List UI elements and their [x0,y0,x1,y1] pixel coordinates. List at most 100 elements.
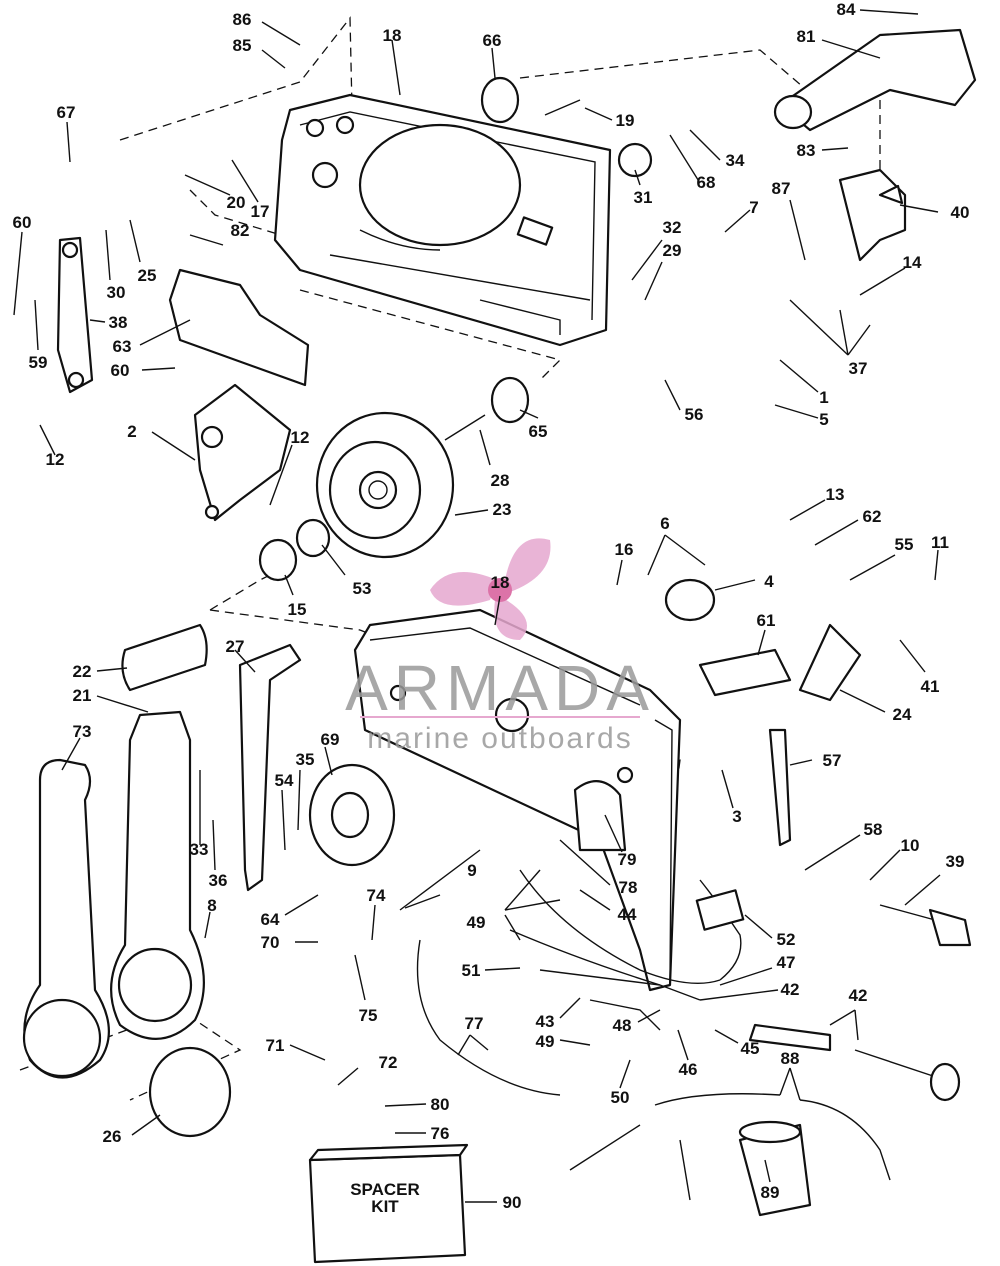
callout-61: 61 [757,611,776,630]
callout-11: 11 [931,533,949,552]
callout-15: 15 [288,600,307,619]
callout-42-a: 42 [781,980,800,999]
callout-49-lower: 49 [536,1032,555,1051]
callout-10: 10 [901,836,920,855]
callout-7: 7 [749,198,758,217]
callout-82: 82 [231,221,250,240]
callout-49-upper: 49 [467,913,486,932]
watermark-brand: ARMADA [345,652,655,724]
ring-66 [480,76,520,124]
wire-harness [416,869,742,1096]
callout-18-lower: 18 [491,573,510,592]
ring-69 [308,763,396,867]
callout-58: 58 [864,820,883,839]
callout-30: 30 [107,283,126,302]
callout-6: 6 [660,514,669,533]
leader-lines [13,9,941,1203]
callout-39: 39 [946,852,965,871]
callout-41: 41 [921,677,940,696]
callout-8: 8 [207,896,216,915]
callout-72: 72 [379,1053,398,1072]
callout-31: 31 [634,188,653,207]
callout-9: 9 [467,861,476,880]
switch-4 [664,578,716,622]
callout-69: 69 [321,730,340,749]
disc-26 [148,1046,232,1138]
callout-53: 53 [353,579,372,598]
callout-50: 50 [611,1088,630,1107]
knob-39 [879,904,972,947]
cam-gear-23 [315,411,455,559]
callout-22: 22 [73,662,92,681]
armada-watermark: ARMADA marine outboards [345,538,655,755]
callout-5: 5 [819,410,828,429]
bolt-9 [399,849,481,911]
callout-24: 24 [893,705,912,724]
callout-56: 56 [685,405,704,424]
callout-57: 57 [823,751,842,770]
callout-12-left: 12 [46,450,65,469]
callout-78: 78 [619,878,638,897]
callout-55: 55 [895,535,914,554]
slide-27 [238,643,302,892]
callout-89: 89 [761,1183,780,1202]
callout-29: 29 [663,241,682,260]
callout-46: 46 [679,1060,698,1079]
callout-4: 4 [764,572,774,591]
callout-88: 88 [781,1049,800,1068]
callout-28: 28 [491,471,510,490]
callout-85: 85 [233,36,252,55]
callout-67: 67 [57,103,76,122]
callout-16: 16 [615,540,634,559]
callout-1: 1 [819,388,828,407]
callout-32: 32 [663,218,682,237]
callout-47: 47 [777,953,796,972]
callout-81: 81 [797,27,816,46]
propeller-logo-icon [430,538,551,640]
callout-13: 13 [826,485,845,504]
callout-51: 51 [462,961,481,980]
callout-43: 43 [536,1012,555,1031]
plate-24 [798,623,862,702]
callout-76: 76 [431,1124,450,1143]
callout-21: 21 [73,686,92,705]
callout-18: 18 [383,26,402,45]
callout-17: 17 [251,202,270,221]
plate-2 [193,383,292,522]
spacer-kit-label-line2: KIT [371,1197,399,1216]
disc-31 [617,142,653,178]
callout-36: 36 [209,871,228,890]
callout-68: 68 [697,173,716,192]
bolt-28 [444,414,486,441]
callout-42-b: 42 [849,986,868,1005]
ring-65 [490,376,530,424]
arm-57 [768,728,792,847]
switch-52 [695,889,745,931]
callout-71: 71 [266,1036,285,1055]
control-housing-lower [353,608,682,992]
callout-63: 63 [113,337,132,356]
callout-70: 70 [261,933,280,952]
callout-66: 66 [483,31,502,50]
callout-3: 3 [732,807,741,826]
plate-63 [168,268,310,387]
callout-35: 35 [296,750,315,769]
callout-20: 20 [227,193,246,212]
callout-44: 44 [618,905,637,924]
handle-73 [22,758,110,1079]
callout-27: 27 [226,637,245,656]
callout-25: 25 [138,266,157,285]
callout-62: 62 [863,507,882,526]
spacer-kit-label-line1: SPACER [350,1180,420,1199]
callout-60-lower: 60 [111,361,130,380]
callout-12-mid: 12 [291,428,310,447]
callout-74: 74 [367,886,386,905]
callout-23: 23 [493,500,512,519]
callout-14: 14 [903,253,922,272]
callout-73: 73 [73,722,92,741]
callout-79: 79 [618,850,637,869]
callout-2: 2 [127,422,136,441]
lever-81 [773,28,977,132]
callout-54: 54 [275,771,294,790]
